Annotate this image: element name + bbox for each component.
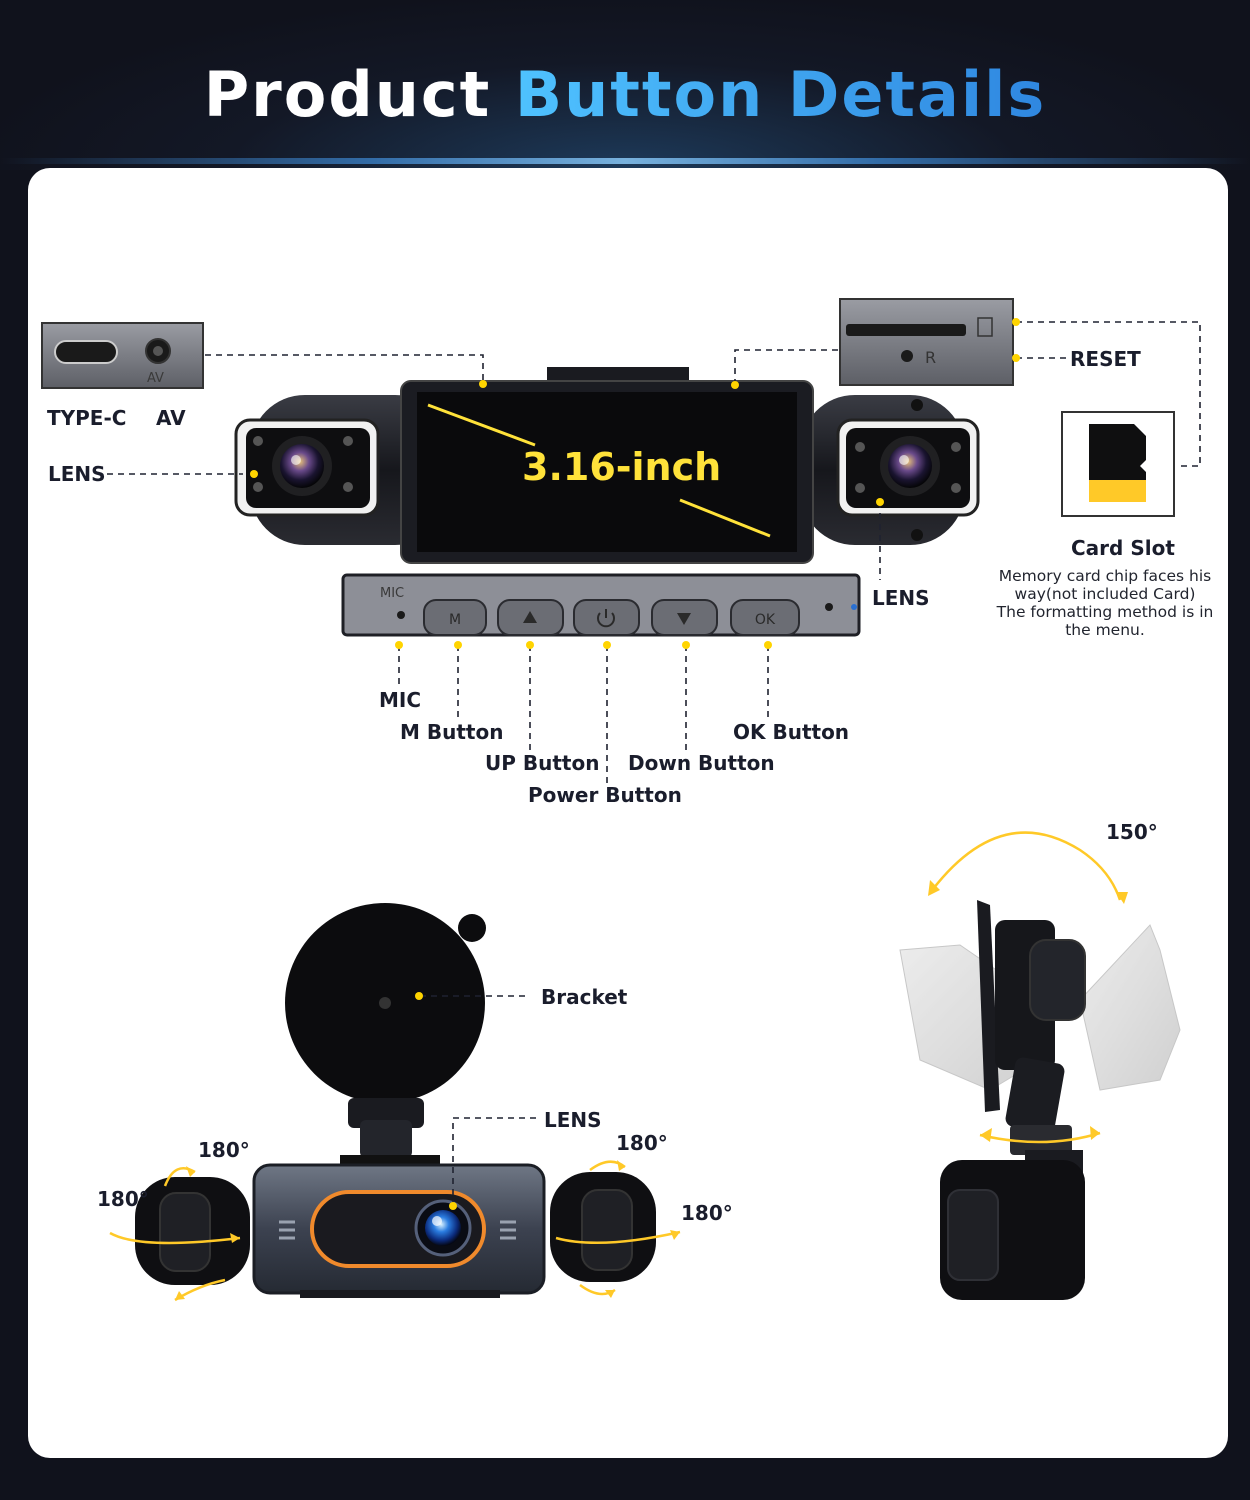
power-button-label: Power Button [528,783,682,807]
av-engraving: AV [147,371,164,386]
card-slot-inset: R [839,298,1014,386]
cabin-lens-icon [414,1199,472,1257]
type-c-port-icon [54,340,118,364]
title-part-2: Button Details [514,58,1047,131]
top-device-body [234,367,980,564]
rotation-left-side-label: 180° [97,1187,149,1211]
up-arrow-icon [523,611,537,623]
callout-dots-top [250,318,1020,649]
reset-label: RESET [1070,347,1141,371]
mic-hole-icon [397,611,405,619]
up-button-label: UP Button [485,751,600,775]
rotation-arrowheads-left [175,1160,680,1300]
callout-dots-bottom [415,992,457,1210]
m-button[interactable] [423,599,487,636]
callout-lines-bottom [420,995,540,1206]
port-inset: AV [41,322,204,389]
lens-left-label: LENS [48,462,106,486]
card-slot-title: Card Slot [1071,536,1175,560]
bracket-label: Bracket [541,985,628,1009]
rotation-left-top-label: 180° [198,1138,250,1162]
mount-rotation-arrowheads [928,880,1128,1142]
header-banner [0,0,1250,170]
header-glow-line [0,158,1250,164]
ok-button[interactable] [730,599,800,636]
card-slot-note-line-4: the menu. [1065,621,1145,639]
card-slot-opening [846,324,966,336]
down-button-label: Down Button [628,751,775,775]
sd-card-small-icon [977,317,993,337]
cabin-lens-label: LENS [544,1108,602,1132]
m-button-glyph: M [449,612,461,628]
lens-right-label: LENS [872,586,930,610]
mount-rotation-label: 150° [1106,820,1158,844]
page-title: Product Button Details [0,58,1250,131]
ok-button-glyph: OK [755,612,776,628]
callout-lines-top [107,321,1201,784]
mic-label: MIC [379,688,422,712]
rotation-right-side-label: 180° [681,1201,733,1225]
reset-engraving: R [925,348,936,367]
down-arrow-icon [677,613,691,625]
screen-size-label: 3.16-inch [522,445,722,489]
rotation-right-top-label: 180° [616,1131,668,1155]
type-c-label: TYPE-C [47,406,127,430]
card-slot-note-line-1: Memory card chip faces his [998,567,1212,585]
card-slot-note: Memory card chip faces his way(not inclu… [985,567,1225,639]
mount-rotation-arrows [929,831,1122,1144]
m-button-label: M Button [400,720,504,744]
suction-mount [285,903,486,1167]
title-part-1: Product [203,58,492,131]
av-label: AV [156,406,186,430]
front-lens-icon [253,436,353,496]
side-view-device [940,900,1086,1300]
rear-lens-icon [855,436,961,496]
reset-hole-icon [901,350,913,362]
ok-button-label: OK Button [733,720,850,744]
power-icon [597,609,615,628]
sd-card-icon [1061,411,1175,517]
button-strip: MIC M OK [341,573,861,637]
card-slot-note-line-2: way(not included Card) [1014,585,1196,603]
bottom-device-body [135,1163,656,1298]
mic-engraving: MIC [380,586,404,601]
card-slot-note-line-3: The formatting method is in [996,603,1214,621]
